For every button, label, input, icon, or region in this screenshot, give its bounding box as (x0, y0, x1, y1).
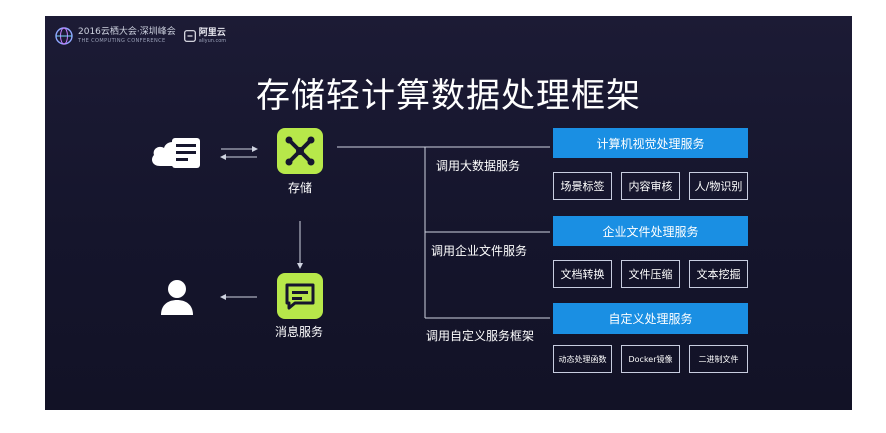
storage-node (277, 128, 323, 174)
call-custom-label: 调用自定义服务框架 (426, 329, 535, 343)
service-item-text-mining: 文本挖掘 (689, 260, 748, 288)
service-item-binary-file: 二进制文件 (689, 345, 748, 373)
service-item-docker-image: Docker镜像 (621, 345, 680, 373)
call-bigdata-label: 调用大数据服务 (436, 159, 521, 173)
storage-label: 存储 (288, 181, 313, 195)
conference-name: 2016云栖大会·深圳峰会 (78, 27, 176, 37)
connector-lines (220, 146, 550, 319)
service-item-scene-tags: 场景标签 (553, 172, 612, 200)
message-service-label: 消息服务 (275, 325, 324, 339)
message-icon (285, 283, 315, 310)
service-item-content-review: 内容审核 (621, 172, 680, 200)
message-service-node (277, 273, 323, 319)
conference-logo-icon (55, 27, 73, 45)
custom-service-header: 自定义处理服务 (553, 303, 748, 334)
service-item-object-recognition: 人/物识别 (689, 172, 748, 200)
vision-service-header: 计算机视觉处理服务 (553, 128, 748, 158)
storage-icon (285, 136, 315, 166)
aliyun-logo-icon (183, 30, 196, 42)
service-item-doc-convert: 文档转换 (553, 260, 612, 288)
service-item-dynamic-function: 动态处理函数 (553, 345, 612, 373)
vendor-url: aliyun.com (198, 37, 227, 44)
user-icon (161, 280, 193, 315)
slide-title: 存储轻计算数据处理框架 (256, 76, 641, 116)
cloud-server-icon (152, 138, 200, 168)
enterprise-file-service-header: 企业文件处理服务 (553, 216, 748, 246)
conference-name-en: THE COMPUTING CONFERENCE (78, 38, 166, 44)
call-enterprise-label: 调用企业文件服务 (431, 244, 528, 258)
vendor-name: 阿里云 (198, 27, 226, 38)
slide: 2016云栖大会·深圳峰会 THE COMPUTING CONFERENCE 阿… (45, 16, 852, 410)
service-item-file-compress: 文件压缩 (621, 260, 680, 288)
conference-branding: 2016云栖大会·深圳峰会 THE COMPUTING CONFERENCE 阿… (55, 24, 226, 48)
